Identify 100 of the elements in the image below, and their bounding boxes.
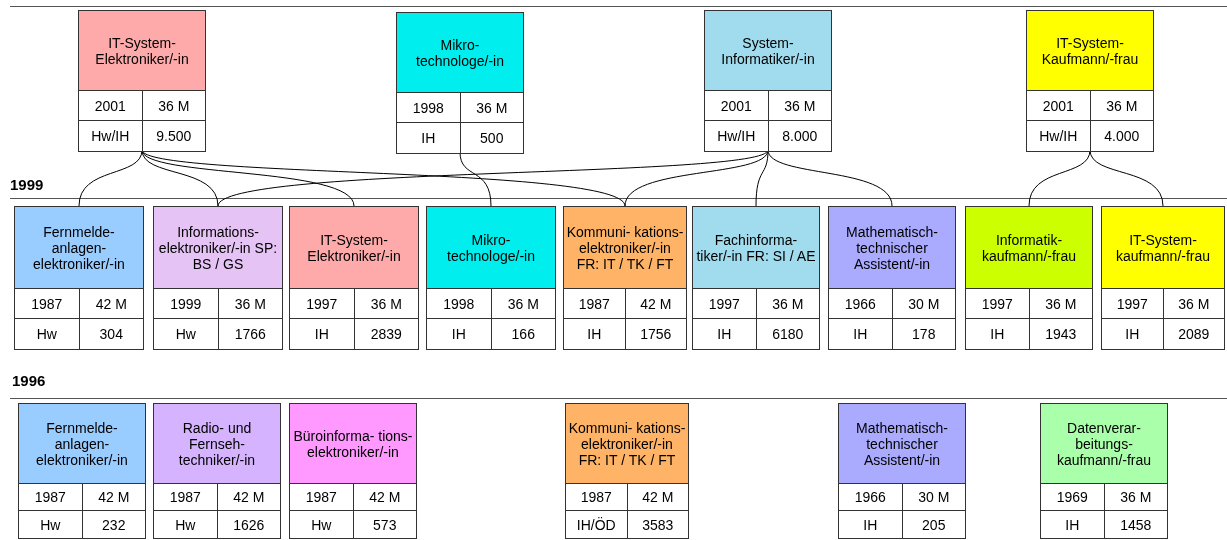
profession-card (828, 206, 956, 350)
profession-card (18, 403, 146, 539)
table-cell-text: 500 (479, 129, 505, 148)
table-cell-text: 166 (510, 325, 536, 344)
table-cell: Hw (19, 511, 83, 538)
table-cell-text: 36 M (1177, 294, 1211, 314)
table-cell: 2001 (79, 91, 143, 120)
table-cell-text: 1626 (232, 515, 266, 535)
table-cell-text: 4.000 (1103, 127, 1141, 146)
table-cell: 1998 (427, 289, 492, 318)
profession-card (1026, 10, 1154, 152)
profession-card (838, 403, 966, 539)
table-cell: Hw/IH (1027, 121, 1091, 151)
profession-card (704, 10, 832, 152)
profession-card (153, 206, 283, 350)
table-cell-text: 2089 (1177, 325, 1211, 344)
table-cell: IH (1041, 511, 1105, 538)
table-cell: IH (427, 319, 492, 349)
table-cell-text: 42 M (639, 294, 673, 314)
table-cell-text: 573 (372, 515, 398, 535)
profession-card (965, 206, 1093, 350)
profession-title: Radio- und Fernseh- techniker/-in (177, 419, 257, 468)
table-cell-text: 36 M (1044, 294, 1078, 314)
table-cell: Hw (154, 319, 219, 349)
table-cell-text: 36 M (475, 98, 509, 118)
table-cell-text: 6180 (771, 325, 805, 344)
table-cell: Hw (154, 511, 218, 538)
profession-card (289, 403, 417, 539)
profession-title: Fachinforma- tiker/-in FR: SI / AE (695, 231, 817, 264)
table-cell-text: 36 M (233, 294, 267, 314)
table-cell: 1987 (19, 484, 83, 510)
profession-card (396, 12, 524, 154)
table-cell-text: 36 M (1119, 488, 1153, 507)
table-cell-text: 42 M (641, 488, 675, 507)
table-cell: IH (290, 319, 355, 349)
table-cell: 1999 (154, 289, 219, 318)
profession-title: System- Informatiker/-in (720, 34, 816, 67)
profession-title: Mathematisch- technischer Assistent/-in (845, 223, 939, 272)
table-cell: IH (1102, 319, 1164, 349)
profession-card (565, 403, 689, 539)
table-cell-text: 304 (98, 325, 124, 344)
table-cell: IH (564, 319, 626, 349)
profession-card (289, 206, 419, 350)
profession-title: Mathematisch- technischer Assistent/-in (855, 419, 949, 468)
table-cell-text: 1458 (1119, 515, 1153, 535)
profession-card (1040, 403, 1168, 539)
table-cell-text: 205 (921, 515, 947, 535)
profession-title: Informatik- kaufmann/-frau (980, 231, 1078, 264)
profession-title: IT-System- Elektroniker/-in (306, 231, 402, 264)
table-cell-text: 1766 (233, 325, 267, 344)
table-cell-text: 36 M (369, 294, 403, 314)
table-cell-text: 30 M (917, 488, 951, 507)
profession-title: Mikro- technologe/-in (446, 231, 536, 264)
table-cell-text: 2839 (369, 325, 403, 344)
profession-title: IT-System- Elektroniker/-in (94, 34, 190, 67)
profession-title: Kommuni- kations- elektroniker/-in FR: IT / TK / FT (566, 223, 684, 272)
table-cell: Hw (15, 319, 80, 349)
table-cell: 1969 (1041, 484, 1105, 510)
table-cell-text: 30 M (907, 294, 941, 314)
table-cell: 1987 (290, 484, 354, 510)
table-cell: 2001 (705, 91, 769, 120)
table-cell: IH (829, 319, 893, 349)
profession-card (692, 206, 820, 350)
table-cell: 1987 (154, 484, 218, 510)
table-cell: IH (693, 319, 757, 349)
profession-card (426, 206, 556, 350)
profession-title: Fernmelde- anlagen- elektroniker/-in (32, 223, 126, 272)
profession-card (1101, 206, 1225, 350)
table-cell-text: 36 M (783, 96, 817, 116)
table-cell: IH/ÖD (566, 511, 628, 538)
profession-card (78, 10, 206, 152)
table-cell-text: 42 M (97, 488, 131, 507)
profession-title: Büroinforma- tions- elektroniker/-in (292, 427, 414, 460)
table-cell: 1987 (566, 484, 628, 510)
year-heading: 1999 (10, 176, 44, 193)
table-cell: 1997 (966, 289, 1030, 318)
table-cell: 2001 (1027, 91, 1091, 120)
table-cell-text: 8.000 (781, 127, 819, 146)
profession-card (14, 206, 144, 350)
year-heading: 1996 (12, 372, 46, 389)
table-cell: IH (966, 319, 1030, 349)
profession-card (563, 206, 687, 350)
profession-title: IT-System- Kaufmann/-frau (1040, 34, 1140, 67)
profession-card (153, 403, 281, 539)
table-cell-text: 36 M (1105, 96, 1139, 116)
table-cell: 1997 (290, 289, 355, 318)
table-cell-text: 3583 (641, 515, 675, 535)
table-cell-text: 42 M (368, 488, 402, 507)
table-cell: Hw/IH (79, 121, 143, 151)
table-cell-text: 42 M (232, 488, 266, 507)
table-cell: 1987 (15, 289, 80, 318)
table-cell: 1998 (397, 93, 461, 122)
table-cell-text: 9.500 (155, 127, 193, 146)
table-cell: IH (397, 123, 461, 153)
table-cell: 1987 (564, 289, 626, 318)
table-cell-text: 232 (101, 515, 127, 535)
table-cell: IH (839, 511, 903, 538)
table-cell-text: 36 M (771, 294, 805, 314)
table-cell: 1997 (693, 289, 757, 318)
profession-title: IT-System- kaufmann/-frau (1114, 231, 1212, 264)
